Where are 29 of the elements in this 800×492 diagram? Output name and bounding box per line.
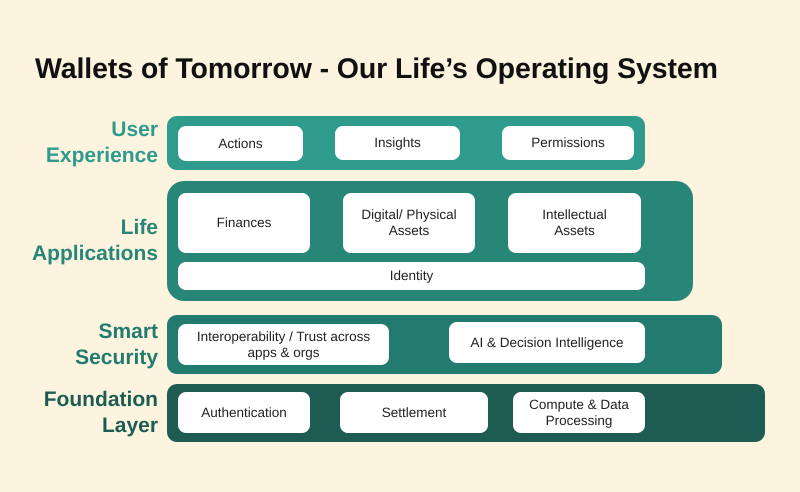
component-label: Intellectual Assets <box>541 207 608 239</box>
component-box <box>178 324 389 365</box>
component-label: AI & Decision Intelligence <box>470 334 624 350</box>
component-box <box>335 126 460 160</box>
component-label: Interoperability / Trust across apps & orgs <box>196 328 372 360</box>
layer-title: Life Applications <box>30 215 158 267</box>
component-label: Actions <box>218 136 263 152</box>
component-box <box>178 262 645 290</box>
component-box <box>178 193 310 253</box>
component-box <box>513 392 645 433</box>
component-label: Compute & Data Processing <box>528 396 630 428</box>
component-box <box>449 322 645 363</box>
component-label: Settlement <box>382 404 446 420</box>
component-box <box>343 193 475 253</box>
component-box <box>178 126 303 161</box>
component-box <box>508 193 641 253</box>
component-label: Insights <box>374 135 421 151</box>
layer-title: Foundation Layer <box>42 387 158 439</box>
component-label: Finances <box>216 215 272 231</box>
layer-title: User Experience <box>44 117 158 169</box>
component-box <box>178 392 310 433</box>
layer-title: Smart Security <box>74 318 158 370</box>
component-label: Identity <box>390 268 434 284</box>
component-label: Permissions <box>531 135 605 151</box>
diagram-title: Wallets of Tomorrow - Our Life’s Operating System <box>35 53 718 86</box>
component-box <box>340 392 488 433</box>
component-label: Digital/ Physical Assets <box>360 207 458 239</box>
component-label: Authentication <box>201 404 287 420</box>
component-box <box>502 126 634 160</box>
